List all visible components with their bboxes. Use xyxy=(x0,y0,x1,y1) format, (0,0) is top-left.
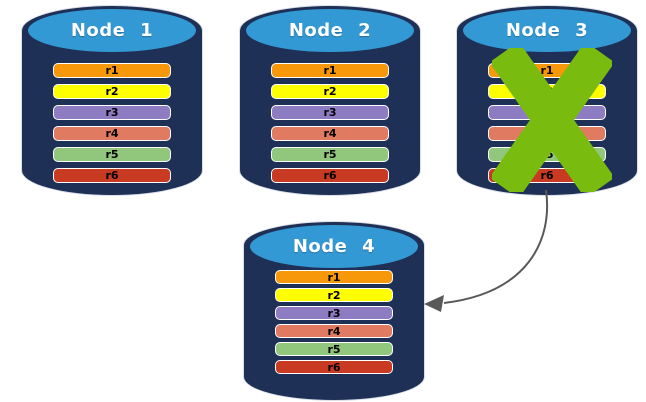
node-4-title: Node 4 xyxy=(292,236,376,257)
node-4-cylinder-top: Node 4 xyxy=(250,225,418,268)
record-bar-r3: r3 xyxy=(275,306,393,320)
node-1-cylinder-top: Node 1 xyxy=(28,9,196,52)
record-label-r1: r1 xyxy=(540,64,554,77)
record-bar-r4: r4 xyxy=(271,126,389,141)
node-2-records: r1 r2 r3 r4 r5 r6 xyxy=(271,63,389,183)
record-label-r2: r2 xyxy=(323,85,337,98)
record-bar-r6: r6 xyxy=(53,168,171,183)
record-bar-r3: r3 xyxy=(53,105,171,120)
record-label-r6: r6 xyxy=(327,360,341,374)
node-1-records: r1 r2 r3 r4 r5 r6 xyxy=(53,63,171,183)
record-label-r5: r5 xyxy=(323,148,337,161)
record-bar-r1: r1 xyxy=(53,63,171,78)
node-4-records: r1 r2 r3 r4 r5 r6 xyxy=(275,270,393,374)
record-label-r5: r5 xyxy=(327,342,341,356)
record-bar-r4: r4 xyxy=(53,126,171,141)
record-label-r4: r4 xyxy=(327,324,341,338)
record-label-r4: r4 xyxy=(105,127,119,140)
record-bar-r2: r2 xyxy=(53,84,171,99)
record-bar-r1: r1 xyxy=(271,63,389,78)
record-label-r3: r3 xyxy=(327,306,341,320)
record-label-r3: r3 xyxy=(323,106,337,119)
record-label-r6: r6 xyxy=(323,169,337,182)
record-bar-r6: r6 xyxy=(275,360,393,374)
node-2-cylinder-top: Node 2 xyxy=(246,9,414,52)
record-bar-r2: r2 xyxy=(275,288,393,302)
node-3-cylinder: Node 3 r1 r2 r3 r4 r5 r6 xyxy=(457,6,637,195)
record-label-r2: r2 xyxy=(105,85,119,98)
record-label-r6: r6 xyxy=(540,169,554,182)
record-label-r3: r3 xyxy=(105,106,119,119)
record-bar-r3: r3 xyxy=(271,105,389,120)
node-3-title: Node 3 xyxy=(505,20,589,41)
node-2-title: Node 2 xyxy=(288,20,372,41)
node-1-cylinder: Node 1 r1 r2 r3 r4 r5 r6 xyxy=(22,6,202,195)
arrowhead-icon xyxy=(424,295,444,312)
record-bar-r1: r1 xyxy=(275,270,393,284)
record-bar-r5: r5 xyxy=(271,147,389,162)
record-bar-r2: r2 xyxy=(271,84,389,99)
record-label-r6: r6 xyxy=(105,169,119,182)
node-2-cylinder: Node 2 r1 r2 r3 r4 r5 r6 xyxy=(240,6,420,195)
record-bar-r5: r5 xyxy=(53,147,171,162)
record-bar-r6: r6 xyxy=(271,168,389,183)
record-label-r2: r2 xyxy=(327,288,341,302)
record-label-r4: r4 xyxy=(323,127,337,140)
record-label-r1: r1 xyxy=(105,64,119,77)
record-label-r1: r1 xyxy=(323,64,337,77)
record-label-r5: r5 xyxy=(105,148,119,161)
record-label-r1: r1 xyxy=(327,270,341,284)
node-1-title: Node 1 xyxy=(70,20,154,41)
node-4-cylinder: Node 4 r1 r2 r3 r4 r5 r6 xyxy=(244,222,424,400)
failure-x-icon xyxy=(492,48,612,192)
record-bar-r5: r5 xyxy=(275,342,393,356)
record-bar-r4: r4 xyxy=(275,324,393,338)
node-3-cylinder-top: Node 3 xyxy=(463,9,631,52)
